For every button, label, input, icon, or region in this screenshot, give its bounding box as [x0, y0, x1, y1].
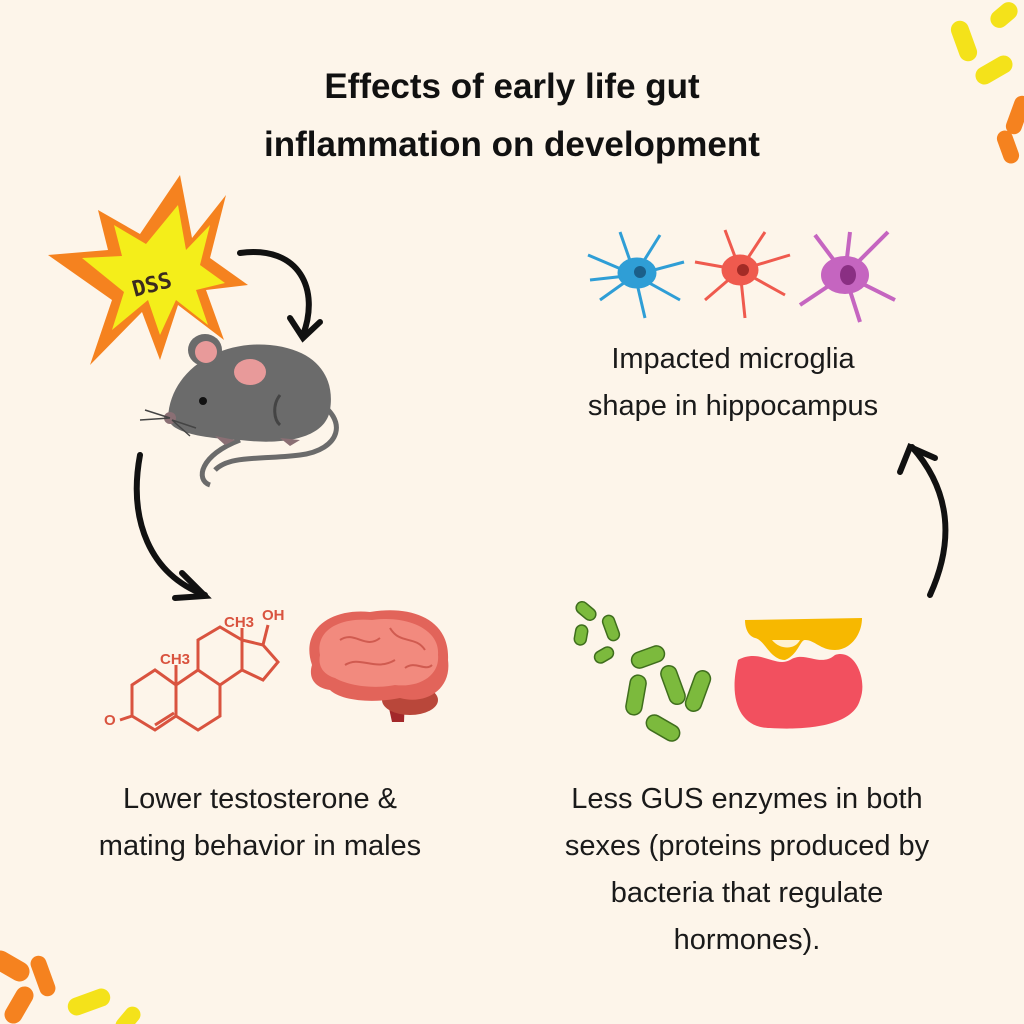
mouse-icon — [139, 334, 339, 488]
arrow-mouse-to-testosterone — [133, 452, 208, 598]
microglia-purple-icon — [798, 230, 896, 323]
caption-line: shape in hippocampus — [587, 390, 879, 422]
caption-line: Impacted microglia — [611, 343, 855, 375]
arrow-dss-to-mouse — [237, 249, 312, 338]
ch3-label-top: CH3 — [224, 614, 254, 631]
caption-line: mating behavior in males — [98, 830, 422, 862]
title-line-1: Effects of early life gut — [324, 67, 700, 106]
gus-enzyme-icon — [734, 618, 863, 729]
caption-testosterone: Lower testosterone & mating behavior in … — [40, 776, 480, 870]
arrow-head-2 — [172, 570, 212, 601]
caption-microglia: Impacted microglia shape in hippocampus — [533, 336, 933, 430]
ch3-label-mid: CH3 — [160, 651, 190, 668]
caption-line: sexes (proteins produced by — [564, 830, 930, 862]
brain-icon — [309, 610, 449, 722]
ketone-o-label: O — [104, 712, 116, 729]
caption-line: bacteria that regulate — [610, 877, 884, 909]
page-title: Effects of early life gut inflammation o… — [0, 58, 1024, 174]
caption-line: hormones). — [673, 924, 821, 956]
microglia-blue-icon — [587, 231, 685, 319]
corner-bacteria-top-right — [950, 2, 1024, 164]
arrow-gus-to-microglia — [909, 444, 949, 598]
microglia-red-icon — [694, 229, 791, 319]
caption-gus-enzymes: Less GUS enzymes in both sexes (proteins… — [517, 776, 977, 964]
oh-label: OH — [262, 607, 285, 624]
corner-bacteria-bottom-left — [0, 950, 141, 1024]
cycle-arrows — [133, 249, 949, 601]
caption-line: Less GUS enzymes in both — [571, 783, 923, 815]
dss-burst-icon: DSS — [48, 175, 248, 365]
gut-bacteria-icon — [573, 601, 712, 742]
title-line-2: inflammation on development — [264, 125, 760, 164]
caption-line: Lower testosterone & — [122, 783, 398, 815]
testosterone-molecule-icon — [119, 624, 280, 732]
arrow-head-3 — [897, 443, 938, 475]
arrow-head-1 — [287, 315, 323, 343]
